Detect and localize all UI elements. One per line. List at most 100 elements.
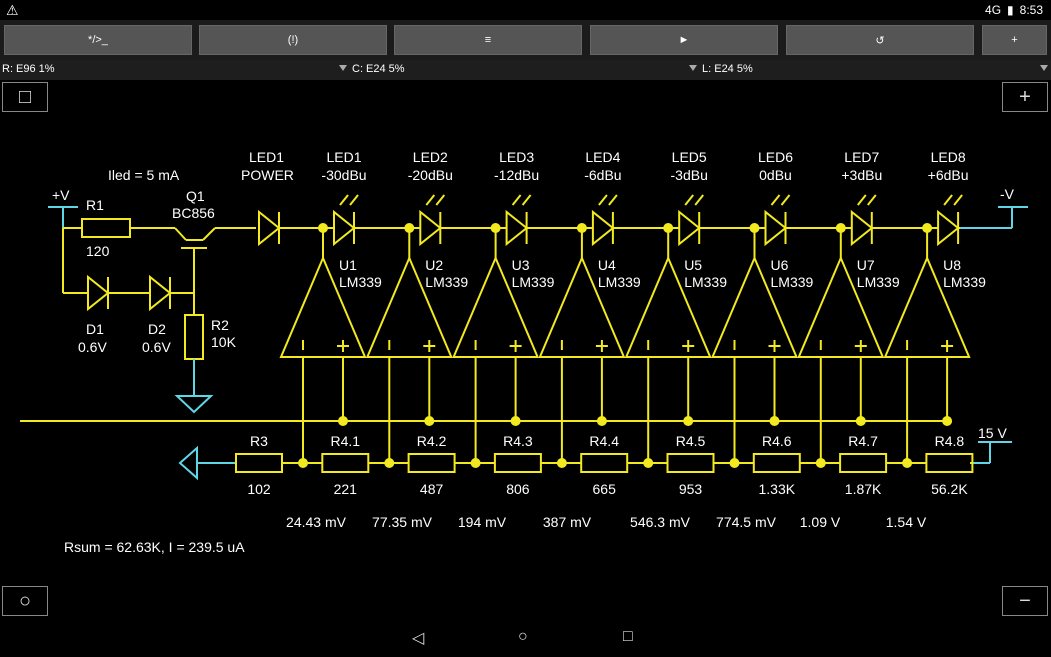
ladder-name: R4.8: [935, 433, 965, 449]
comparator-icon: [710, 255, 799, 358]
r2-value: 10K: [211, 334, 237, 350]
ladder-value: 953: [679, 481, 703, 497]
ground-arrow-icon: [178, 445, 198, 481]
comparator-type: LM339: [339, 274, 382, 290]
r1-name: R1: [86, 197, 104, 213]
comparator-icon: [538, 255, 626, 358]
led-label: -6dBu: [584, 167, 621, 183]
info-button[interactable]: (!): [199, 25, 387, 55]
chevron-down-icon[interactable]: [1040, 65, 1048, 71]
schematic-canvas[interactable]: Iled = 5 mA +V R1 120 Q1 BC856 R2 10K D1…: [0, 80, 1051, 620]
menu-button[interactable]: ≡: [394, 25, 582, 55]
power-led-label: POWER: [241, 167, 294, 183]
led-label: -3dBu: [671, 167, 708, 183]
junction-dot: [596, 416, 607, 426]
led-name: LED1: [326, 149, 361, 165]
schematic[interactable]: Iled = 5 mA +V R1 120 Q1 BC856 R2 10K D1…: [0, 80, 1051, 620]
d2-name: D2: [148, 321, 166, 337]
comparator-icon: [883, 255, 971, 358]
led-icon: [850, 209, 874, 247]
zoom-in-button[interactable]: +: [1002, 82, 1048, 112]
inductor-series-select[interactable]: L: E24 5%: [702, 63, 753, 75]
comparator-icon: [797, 255, 885, 358]
led-name: LED2: [413, 149, 448, 165]
led-name: LED4: [585, 149, 620, 165]
iled-label: Iled = 5 mA: [108, 167, 180, 183]
ladder-resistor: [493, 453, 542, 473]
comparator-icon: [452, 255, 540, 358]
voltage-readout: 774.5 mV: [716, 514, 777, 530]
comparator-name: U3: [512, 257, 530, 273]
ladder-name: R3: [250, 433, 268, 449]
capacitor-series-select[interactable]: C: E24 5%: [352, 63, 405, 75]
ladder-value: 806: [506, 481, 530, 497]
r1-resistor[interactable]: [81, 218, 131, 238]
navigation-bar: ◁ ○ □: [0, 620, 1051, 657]
led-name: LED5: [672, 149, 707, 165]
led-label: -12dBu: [494, 167, 539, 183]
zoom-out-button[interactable]: −: [1002, 586, 1048, 616]
chevron-down-icon[interactable]: [339, 65, 347, 71]
d2-value: 0.6V: [142, 339, 171, 355]
led-icon: [937, 209, 960, 247]
led-label: +3dBu: [841, 167, 882, 183]
ladder-resistor: [925, 453, 974, 473]
back-icon[interactable]: ◁: [412, 630, 425, 647]
undo-button[interactable]: ↺: [786, 25, 974, 55]
comparator-name: U6: [771, 257, 789, 273]
d1-value: 0.6V: [78, 339, 107, 355]
comparator-type: LM339: [771, 274, 814, 290]
ladder-value: 1.33K: [759, 481, 796, 497]
comparator-type: LM339: [943, 274, 986, 290]
ground-icon: [174, 395, 214, 414]
voltage-readout: 1.09 V: [800, 514, 841, 530]
led-icon: [333, 209, 356, 247]
signal-icon: 4G: [985, 3, 1002, 17]
r2-resistor[interactable]: [184, 314, 204, 360]
vplus-label: +V: [52, 187, 70, 203]
ladder-name: R4.3: [503, 433, 533, 449]
voltage-readout: 77.35 mV: [372, 514, 433, 530]
q1-name: Q1: [186, 188, 205, 204]
ladder-value: 221: [334, 481, 358, 497]
led-name: LED7: [844, 149, 879, 165]
comparator-type: LM339: [857, 274, 900, 290]
chevron-down-icon[interactable]: [689, 65, 697, 71]
led-name: LED6: [758, 149, 793, 165]
ladder-value: 487: [420, 481, 444, 497]
ladder-resistor: [752, 453, 801, 473]
voltage-readout: 24.43 mV: [286, 514, 347, 530]
comparator-icon: [624, 255, 712, 358]
play-button[interactable]: ►: [590, 25, 778, 55]
circle-tool-button[interactable]: ○: [2, 586, 48, 616]
select-tool-button[interactable]: □: [2, 82, 48, 112]
comparator-name: U7: [857, 257, 875, 273]
led-label: -30dBu: [321, 167, 366, 183]
led-name: LED8: [931, 149, 966, 165]
ladder-value: 102: [247, 481, 271, 497]
led-icon: [591, 209, 615, 247]
r1-value: 120: [86, 243, 110, 259]
ladder-resistor: [321, 453, 370, 473]
status-bar: ⚠ 4G ▮ 8:53: [0, 0, 1051, 20]
junction-dot: [855, 416, 866, 426]
supply-label: 15 V: [978, 425, 1007, 441]
r2-name: R2: [211, 317, 229, 333]
junction-dot: [942, 416, 953, 426]
voltage-readout: 194 mV: [458, 514, 507, 530]
home-icon[interactable]: ○: [518, 628, 528, 645]
voltage-readout: 1.54 V: [886, 514, 927, 530]
summary-text: Rsum = 62.63K, I = 239.5 uA: [64, 539, 245, 555]
warning-icon: ⚠: [6, 2, 19, 18]
ladder-name: R4.2: [417, 433, 447, 449]
recents-icon[interactable]: □: [623, 628, 633, 645]
terminal-button[interactable]: */>_: [4, 25, 192, 55]
vminus-label: -V: [1000, 186, 1015, 202]
add-button[interactable]: +: [982, 25, 1047, 55]
ladder-value: 1.87K: [845, 481, 882, 497]
comparator-icon: [365, 255, 453, 358]
ladder-resistor: [580, 453, 629, 473]
comparator-icon: [279, 255, 367, 358]
resistor-series-select[interactable]: R: E96 1%: [2, 63, 55, 75]
battery-icon: ▮: [1007, 3, 1014, 17]
